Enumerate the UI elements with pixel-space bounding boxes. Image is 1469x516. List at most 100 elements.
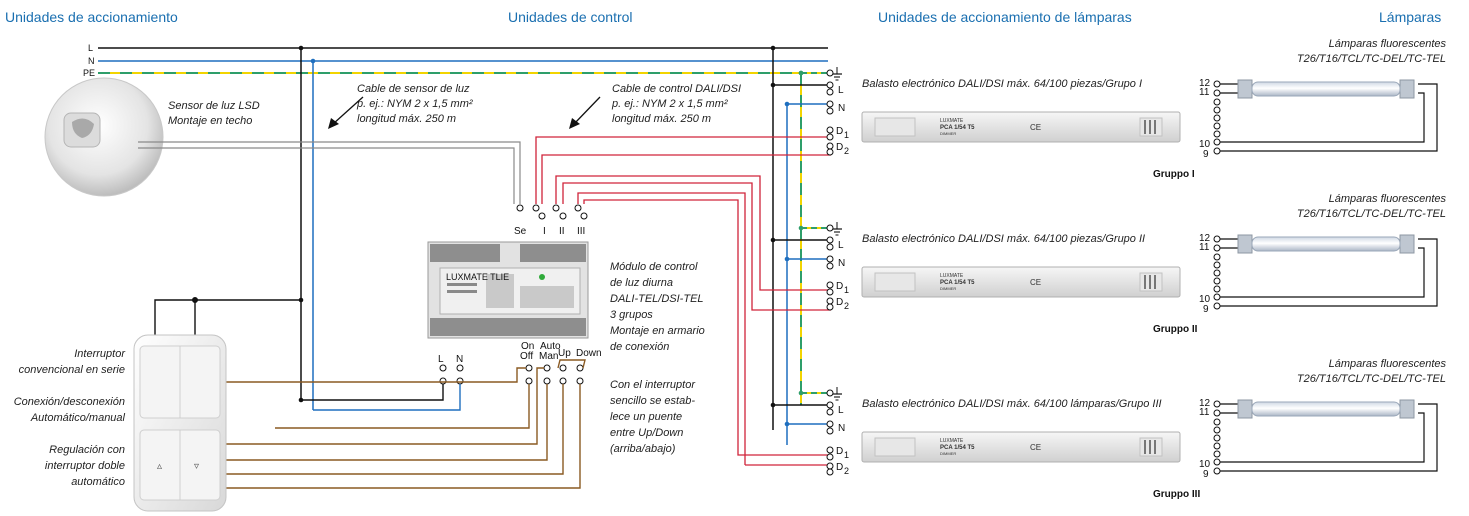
svg-text:D: D	[836, 142, 843, 153]
bridge-note-4: entre Up/Down	[610, 427, 683, 439]
bridge-note-3: lece un puente	[610, 411, 682, 423]
svg-text:LUXMATE: LUXMATE	[940, 438, 964, 444]
svg-text:D: D	[836, 297, 843, 308]
svg-text:1: 1	[844, 285, 849, 295]
svg-text:DIMMER: DIMMER	[940, 131, 956, 136]
svg-text:9: 9	[1203, 469, 1209, 480]
svg-text:N: N	[838, 103, 845, 114]
switch-note-b2: Automático/manual	[30, 412, 126, 424]
svg-text:PCA 1/54 T5: PCA 1/54 T5	[940, 280, 975, 286]
wall-switch	[133, 334, 227, 512]
ballast-label: Balasto electrónico DALI/DSI máx. 64/100…	[862, 78, 1142, 90]
module-note-3: DALI-TEL/DSI-TEL	[610, 293, 704, 305]
terminal-up-label: Up	[558, 348, 571, 359]
switch-note-c1: Regulación con	[49, 444, 125, 456]
terminal-ii-label: II	[559, 226, 565, 237]
svg-text:CE: CE	[1030, 123, 1041, 132]
svg-text:DIMMER: DIMMER	[940, 451, 956, 456]
bus-label-n: N	[88, 56, 95, 66]
switch-supply	[154, 297, 301, 340]
sensor-cable-note-2: p. ej.: NYM 2 x 1,5 mm²	[356, 98, 473, 110]
bridge-note-2: sencillo se estab-	[610, 395, 695, 407]
switch-note-c2: interruptor doble	[45, 460, 125, 472]
svg-text:D: D	[836, 281, 843, 292]
lamp-note-2: T26/T16/TCL/TC-DEL/TC-TEL	[1297, 373, 1446, 385]
terminal-down-label: Down	[576, 348, 602, 359]
control-cable-note-3: longitud máx. 250 m	[612, 113, 711, 125]
svg-text:12: 12	[1199, 78, 1211, 89]
svg-text:DIMMER: DIMMER	[940, 286, 956, 291]
switch-note-a2: convencional en serie	[19, 364, 125, 376]
ballast-label: Balasto electrónico DALI/DSI máx. 64/100…	[862, 233, 1145, 245]
module-bottom-terminals	[439, 364, 584, 385]
svg-text:N: N	[838, 258, 845, 269]
switch-note-b1: Conexión/desconexión	[14, 396, 125, 408]
switch-wires	[225, 359, 586, 489]
header-lamp-drive: Unidades de accionamiento de lámparas	[878, 9, 1132, 25]
svg-text:D: D	[836, 446, 843, 457]
control-cable-arrow	[569, 96, 601, 129]
svg-text:11: 11	[1199, 407, 1210, 418]
terminal-l-label: L	[438, 354, 444, 365]
svg-text:12: 12	[1199, 398, 1211, 409]
group-label: Gruppo I	[1153, 169, 1195, 180]
lamp-note-top-2: T26/T16/TCL/TC-DEL/TC-TEL	[1297, 53, 1446, 65]
bus-label-l: L	[88, 43, 93, 53]
switch-down-icon: ▿	[194, 461, 199, 472]
terminal-off-label: Off	[520, 351, 533, 362]
module-note-5: Montaje en armario	[610, 325, 705, 337]
svg-text:11: 11	[1199, 242, 1210, 253]
control-cable-note-1: Cable de control DALI/DSI	[612, 83, 741, 95]
svg-text:2: 2	[844, 301, 849, 311]
bus-label-pe: PE	[83, 68, 95, 78]
sensor-note-1: Sensor de luz LSD	[168, 100, 260, 112]
control-module	[427, 241, 589, 339]
svg-text:10: 10	[1199, 139, 1211, 150]
svg-text:9: 9	[1203, 304, 1209, 315]
module-note-2: de luz diurna	[610, 277, 673, 289]
lamp-note-1: Lámparas fluorescentes	[1329, 358, 1447, 370]
terminal-i-label: I	[543, 226, 546, 237]
switch-note-a1: Interruptor	[74, 348, 126, 360]
dali-control-wires	[535, 136, 831, 466]
light-sensor	[44, 77, 164, 197]
svg-text:PCA 1/54 T5: PCA 1/54 T5	[940, 125, 975, 131]
svg-text:1: 1	[844, 130, 849, 140]
svg-text:PCA 1/54 T5: PCA 1/54 T5	[940, 445, 975, 451]
module-note-1: Módulo de control	[610, 261, 698, 273]
svg-text:D: D	[836, 462, 843, 473]
svg-text:D: D	[836, 126, 843, 137]
lamp-note-top-1: Lámparas fluorescentes	[1329, 38, 1447, 50]
header-lamps: Lámparas	[1379, 9, 1441, 25]
svg-text:CE: CE	[1030, 443, 1041, 452]
svg-text:CE: CE	[1030, 278, 1041, 287]
switch-note-c3: automático	[71, 476, 125, 488]
module-note-6: de conexión	[610, 341, 669, 353]
module-note-4: 3 grupos	[610, 309, 653, 321]
bus-lines	[98, 45, 828, 445]
svg-text:12: 12	[1199, 233, 1211, 244]
svg-text:L: L	[838, 405, 844, 416]
control-cable-note-2: p. ej.: NYM 2 x 1,5 mm²	[611, 98, 728, 110]
svg-text:9: 9	[1203, 149, 1209, 160]
terminal-iii-label: III	[577, 226, 585, 237]
svg-text:L: L	[838, 85, 844, 96]
svg-text:L: L	[838, 240, 844, 251]
svg-text:1: 1	[844, 450, 849, 460]
group-label: Gruppo II	[1153, 324, 1198, 335]
svg-text:2: 2	[844, 146, 849, 156]
svg-text:2: 2	[844, 466, 849, 476]
group-label: Gruppo III	[1153, 489, 1200, 500]
svg-text:10: 10	[1199, 294, 1211, 305]
terminal-man-label: Man	[539, 351, 558, 362]
header-control: Unidades de control	[508, 9, 633, 25]
svg-text:11: 11	[1199, 87, 1210, 98]
lamp-note-2: T26/T16/TCL/TC-DEL/TC-TEL	[1297, 208, 1446, 220]
module-top-terminals	[516, 204, 588, 220]
terminal-auto-label: Auto	[540, 341, 561, 352]
sensor-note-2: Montaje en techo	[168, 115, 252, 127]
